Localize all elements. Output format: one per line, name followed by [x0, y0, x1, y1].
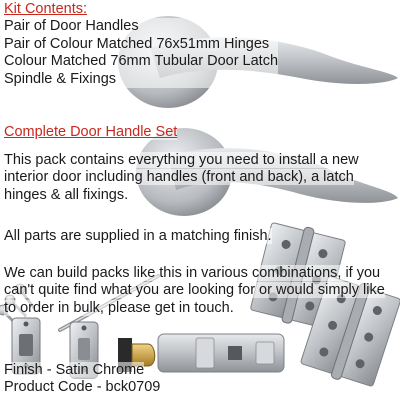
description-paragraph-1: This pack contains everything you need t… — [4, 152, 396, 204]
hinge-right — [300, 276, 400, 387]
description-paragraph-2: All parts are supplied in a matching fin… — [4, 228, 396, 245]
description-text-1: This pack contains everything you need t… — [4, 152, 359, 203]
description-text-2: All parts are supplied in a matching fin… — [4, 228, 272, 244]
kit-item-spindle: Spindle & Fixings — [4, 70, 279, 89]
product-code-text: Product Code - bck0709 — [4, 379, 161, 395]
kit-item-handles: Pair of Door Handles — [4, 18, 279, 36]
description-text-3: We can build packs like this in various … — [4, 265, 385, 316]
kit-item-hinges: Pair of Colour Matched 76x51mm Hinges — [4, 35, 279, 54]
kit-item-latch: Colour Matched 76mm Tubular Door Latch — [4, 53, 279, 71]
kit-contents-block: Kit Contents: Pair of Door Handles Pair … — [4, 1, 279, 89]
kit-contents-heading: Kit Contents: — [4, 1, 88, 17]
product-code-label: Product Code - bck0709 — [4, 379, 161, 396]
description-paragraph-3: We can build packs like this in various … — [4, 265, 396, 317]
finish-text: Finish - Satin Chrome — [4, 362, 145, 378]
finish-label: Finish - Satin Chrome — [4, 362, 145, 379]
complete-set-heading: Complete Door Handle Set — [4, 124, 178, 140]
complete-set-heading-block: Complete Door Handle Set — [4, 124, 178, 141]
